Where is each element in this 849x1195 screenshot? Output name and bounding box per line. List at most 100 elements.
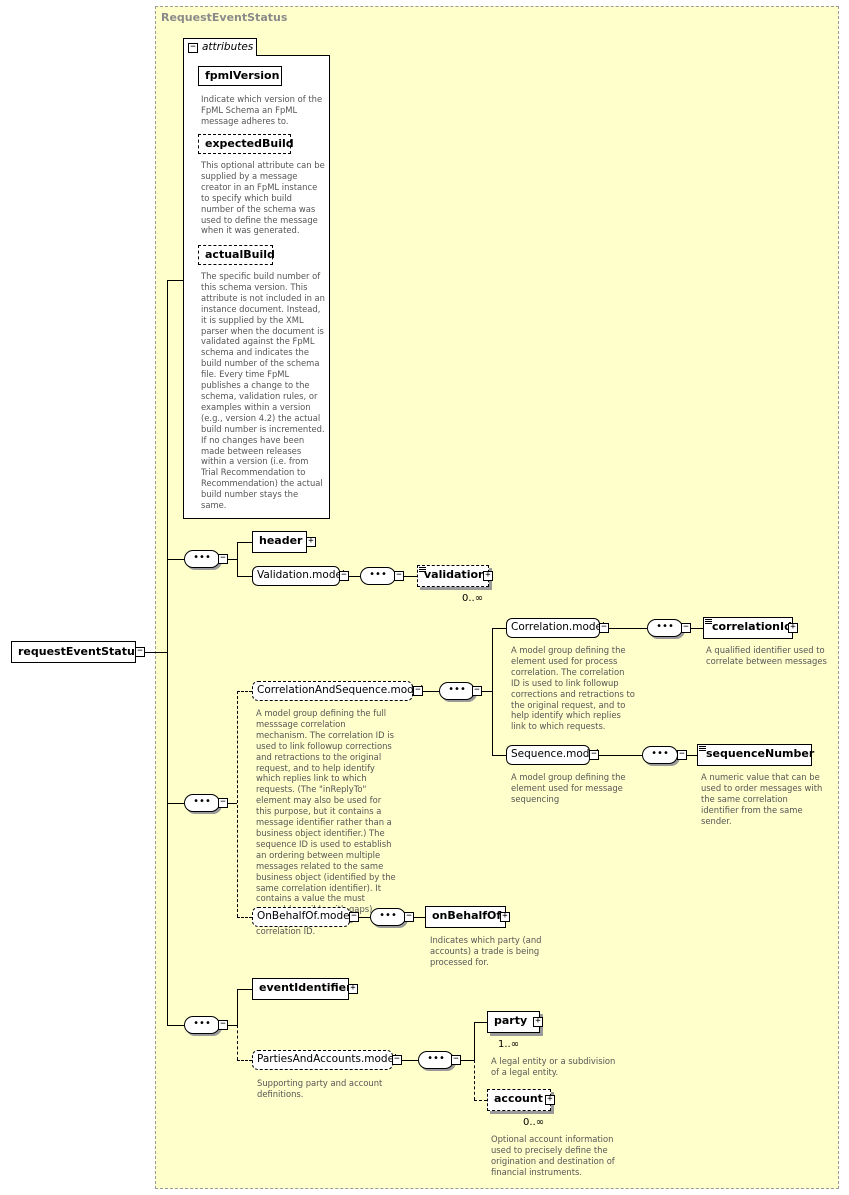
sequence-compositor[interactable]: •••	[184, 550, 220, 568]
element-doc: Optional account information used to pre…	[491, 1134, 615, 1177]
expand-toggle[interactable]: +	[483, 571, 493, 581]
sequence-compositor[interactable]: •••	[184, 794, 220, 812]
expand-toggle[interactable]: +	[545, 1095, 555, 1105]
attribute-name: expectedBuild	[205, 137, 294, 150]
connector	[691, 628, 703, 629]
element-validation[interactable]: validation	[417, 565, 489, 587]
collapse-toggle[interactable]: −	[681, 623, 691, 633]
attributes-panel	[183, 55, 330, 519]
group-label: Correlation.model	[511, 621, 605, 633]
connector	[492, 628, 506, 629]
attribute-doc: This optional attribute can be supplied …	[201, 160, 325, 236]
element-event-identifier[interactable]: eventIdentifier	[252, 978, 352, 1000]
attribute-actualbuild[interactable]: actualBuild	[198, 245, 275, 265]
sequence-compositor[interactable]: •••	[184, 1016, 220, 1034]
group-doc: A model group defining the element used …	[511, 772, 626, 804]
attribute-name: actualBuild	[205, 248, 275, 261]
connector	[349, 576, 360, 577]
connector	[167, 1025, 184, 1026]
collapse-toggle[interactable]: −	[135, 647, 145, 657]
expand-toggle[interactable]: +	[348, 984, 358, 994]
connector	[237, 691, 238, 917]
group-doc: A model group defining the element used …	[511, 645, 635, 732]
collapse-toggle[interactable]: −	[589, 750, 599, 760]
connector	[237, 989, 252, 990]
attribute-fpmlversion[interactable]: fpmlVersion	[198, 66, 282, 86]
cardinality: 0..∞	[523, 1117, 545, 1128]
simple-type-icon	[699, 746, 706, 752]
element-party[interactable]: party	[487, 1011, 540, 1033]
root-element[interactable]: requestEventStatus	[11, 641, 141, 663]
sequence-compositor[interactable]: •••	[642, 746, 678, 764]
collapse-toggle[interactable]: −	[451, 1055, 461, 1065]
element-label: sequenceNumber	[706, 747, 815, 760]
simple-type-icon	[705, 619, 712, 625]
connector	[402, 1060, 418, 1061]
root-element-label: requestEventStatus	[18, 645, 142, 658]
connector	[474, 1100, 487, 1101]
connector	[492, 755, 506, 756]
element-label: correlationId	[712, 620, 792, 633]
group-label: Validation.model	[257, 569, 345, 581]
element-correlation-id[interactable]: correlationId	[703, 617, 793, 639]
sequence-compositor[interactable]: •••	[360, 567, 396, 585]
group-parties-and-accounts-model[interactable]: PartiesAndAccounts.model	[252, 1050, 397, 1070]
element-doc: A qualified identifier used to correlate…	[706, 645, 827, 666]
expand-toggle[interactable]: +	[500, 912, 510, 922]
connector	[237, 1060, 252, 1061]
element-label: validation	[424, 568, 486, 581]
connector	[474, 1022, 475, 1060]
group-doc: Supporting party and account definitions…	[257, 1078, 383, 1099]
collapse-toggle[interactable]: −	[394, 571, 404, 581]
group-doc: A model group defining the full messsage…	[256, 708, 396, 937]
collapse-toggle[interactable]: −	[349, 912, 359, 922]
element-label: header	[259, 534, 303, 547]
container-title: RequestEventStatus	[161, 11, 288, 24]
connector	[687, 755, 697, 756]
collapse-toggle[interactable]: −	[677, 750, 687, 760]
attribute-doc: The specific build number of this schema…	[201, 271, 325, 511]
collapse-toggle[interactable]: −	[339, 571, 349, 581]
expand-toggle[interactable]: +	[788, 623, 798, 633]
group-correlation-and-sequence-model[interactable]: CorrelationAndSequence.model	[252, 681, 423, 701]
sequence-compositor[interactable]: •••	[439, 682, 475, 700]
sequence-compositor[interactable]: •••	[418, 1051, 454, 1069]
attribute-doc: Indicate which version of the FpML Schem…	[201, 94, 323, 126]
element-label: eventIdentifier	[259, 981, 352, 994]
connector	[359, 917, 370, 918]
collapse-toggle[interactable]: −	[599, 623, 609, 633]
connector	[237, 542, 238, 576]
collapse-toggle[interactable]: −	[218, 1020, 228, 1030]
group-correlation-model[interactable]: Correlation.model	[506, 618, 605, 638]
connector	[237, 576, 252, 577]
element-header[interactable]: header	[252, 531, 307, 553]
collapse-toggle[interactable]: −	[218, 798, 228, 808]
expand-toggle[interactable]: +	[306, 537, 316, 547]
attributes-tab[interactable]: attributes	[183, 38, 257, 56]
connector	[414, 917, 425, 918]
attribute-expectedbuild[interactable]: expectedBuild	[198, 134, 294, 154]
element-account[interactable]: account	[487, 1089, 551, 1111]
element-label: onBehalfOf	[432, 909, 502, 922]
sequence-compositor[interactable]: •••	[370, 908, 406, 926]
connector	[237, 1025, 238, 1060]
attributes-collapse-toggle[interactable]: −	[188, 43, 198, 53]
expand-toggle[interactable]: +	[533, 1017, 543, 1027]
collapse-toggle[interactable]: −	[413, 686, 423, 696]
group-validation-model[interactable]: Validation.model	[252, 566, 345, 586]
simple-type-icon	[419, 567, 426, 573]
collapse-toggle[interactable]: −	[218, 554, 228, 564]
group-on-behalf-of-model[interactable]: OnBehalfOf.model	[252, 907, 353, 927]
sequence-compositor[interactable]: •••	[647, 619, 683, 637]
connector	[461, 1060, 474, 1061]
collapse-toggle[interactable]: −	[472, 686, 482, 696]
group-sequence-model[interactable]: Sequence.model	[506, 745, 599, 765]
element-sequence-number[interactable]: sequenceNumber	[697, 744, 815, 766]
element-label: account	[494, 1092, 543, 1105]
connector	[167, 280, 183, 281]
cardinality: 0..∞	[462, 593, 484, 604]
connector	[492, 628, 493, 755]
collapse-toggle[interactable]: −	[404, 912, 414, 922]
element-on-behalf-of[interactable]: onBehalfOf	[425, 906, 506, 928]
collapse-toggle[interactable]: −	[392, 1055, 402, 1065]
